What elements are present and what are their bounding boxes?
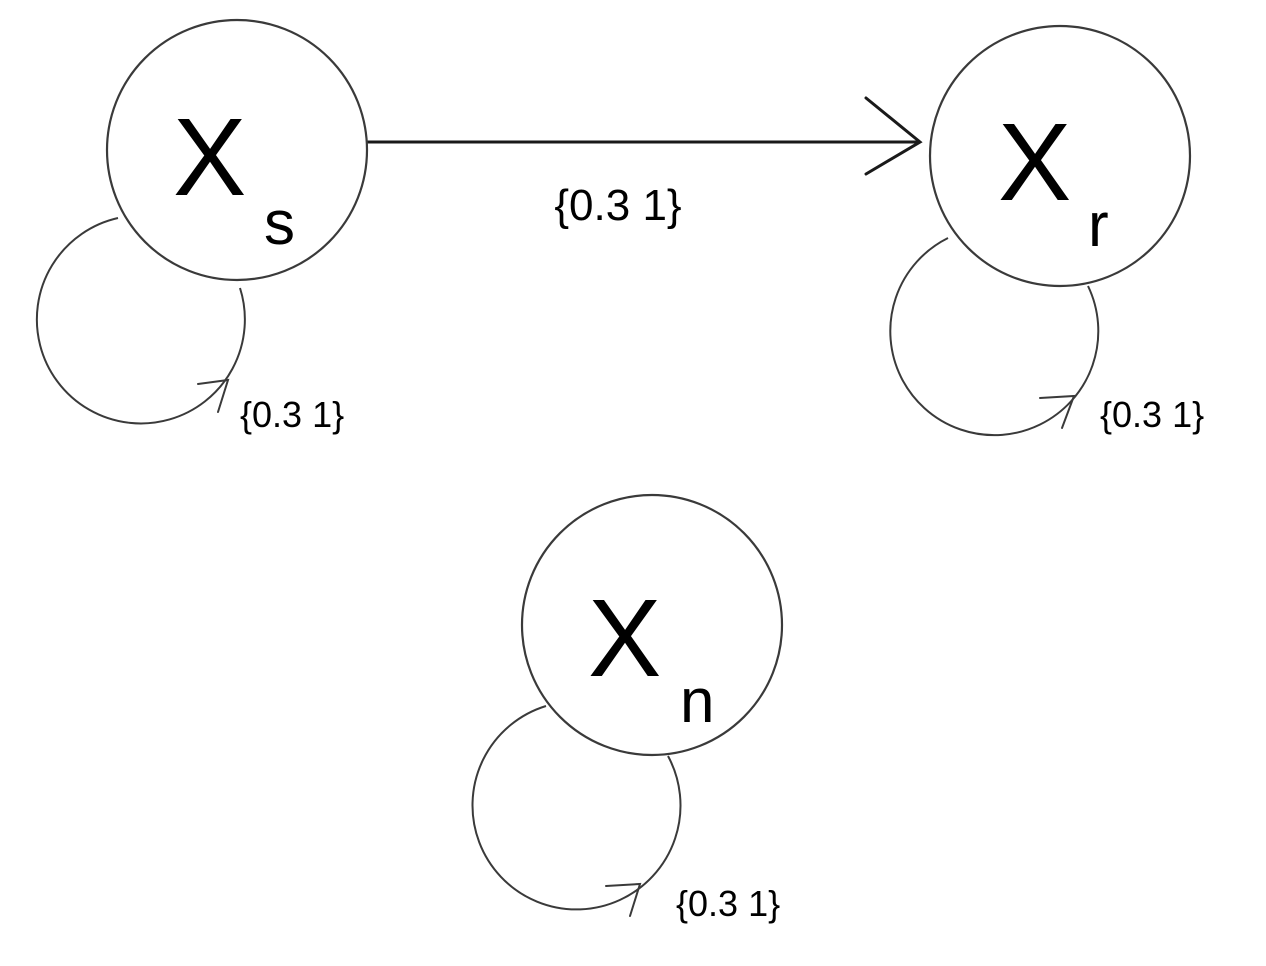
node-circle: [928, 24, 1192, 288]
self-loop-label-r: {0.3 1}: [1100, 394, 1204, 435]
node-subscript: s: [264, 189, 295, 258]
node-circle: [520, 493, 784, 757]
node-symbol: X: [998, 101, 1071, 224]
node-symbol: X: [173, 96, 246, 219]
edge-s-to-r: {0.3 1}: [366, 96, 923, 230]
arrowhead-icon: [864, 96, 923, 176]
self-loop-label-n: {0.3 1}: [676, 883, 780, 924]
node-circle: [105, 18, 369, 282]
self-loop-s: [35, 217, 246, 425]
self-loop-r: [889, 237, 1100, 437]
edge-label: {0.3 1}: [554, 181, 681, 230]
node-symbol: X: [588, 577, 661, 700]
node-xr: X r: [928, 24, 1192, 288]
node-subscript: n: [680, 667, 714, 736]
node-xn: X n: [520, 493, 784, 757]
node-xs: X s: [105, 18, 369, 282]
self-loop-n: [471, 705, 682, 917]
node-subscript: r: [1088, 191, 1109, 260]
self-loop-label-s: {0.3 1}: [240, 394, 344, 435]
